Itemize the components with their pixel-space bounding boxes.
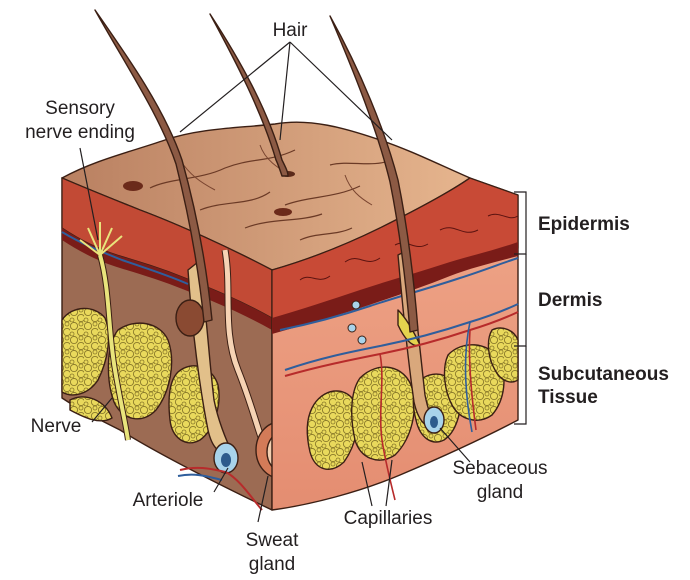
pore-icon	[274, 208, 292, 216]
label-subcutaneous-line1: Subcutaneous	[538, 364, 669, 385]
label-sweat-line2: gland	[249, 554, 296, 575]
label-capillaries: Capillaries	[344, 508, 433, 529]
label-hair: Hair	[273, 20, 309, 41]
label-epidermis: Epidermis	[538, 214, 630, 235]
label-dermis: Dermis	[538, 290, 602, 311]
label-arteriole: Arteriole	[133, 490, 204, 511]
label-sebaceous-line1: Sebaceous	[452, 458, 547, 479]
label-sebaceous-line2: gland	[477, 482, 524, 503]
label-sweat-line1: Sweat	[246, 530, 300, 551]
label-sensory-line1: Sensory	[45, 98, 115, 119]
pore-icon	[123, 181, 143, 191]
label-nerve: Nerve	[31, 416, 82, 437]
label-subcutaneous-line2: Tissue	[538, 387, 598, 408]
label-sensory-line2: nerve ending	[25, 122, 135, 143]
